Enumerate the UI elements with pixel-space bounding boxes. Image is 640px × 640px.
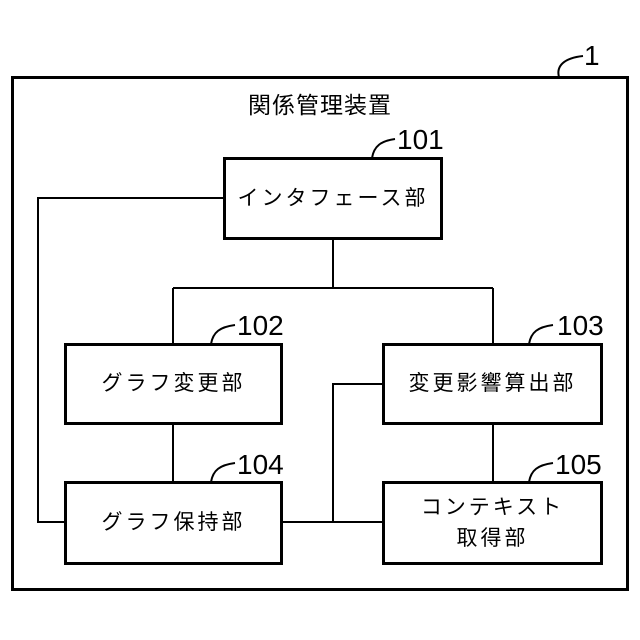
block-graph-holding: グラフ保持部 — [64, 481, 283, 565]
block-graph-change: グラフ変更部 — [64, 343, 283, 425]
block-context-acquisition: コンテキスト 取得部 — [382, 481, 603, 565]
block-change-impact-calc-label: 変更影響算出部 — [408, 372, 577, 396]
leader-line-103 — [528, 324, 554, 345]
block-change-impact-calc: 変更影響算出部 — [382, 343, 603, 425]
outer-device-box — [11, 76, 629, 591]
block-interface-label: インタフェース部 — [237, 186, 429, 210]
ref-label-103: 103 — [557, 310, 604, 341]
leader-line-102 — [210, 324, 236, 345]
leader-line-105 — [528, 462, 554, 483]
leader-line-104 — [210, 462, 236, 483]
leader-line-1 — [557, 55, 584, 78]
ref-label-104: 104 — [237, 449, 284, 480]
block-context-acquisition-label: コンテキスト 取得部 — [420, 495, 565, 551]
ref-label-102: 102 — [237, 310, 284, 341]
ref-label-105: 105 — [555, 449, 602, 480]
block-graph-change-label: グラフ変更部 — [101, 372, 246, 396]
ref-label-101: 101 — [397, 124, 444, 155]
leader-line-101 — [371, 138, 396, 159]
ref-label-1: 1 — [584, 40, 600, 71]
block-interface: インタフェース部 — [223, 157, 443, 240]
device-title: 関係管理装置 — [248, 92, 392, 118]
connector-103-to-link — [332, 383, 382, 522]
block-graph-holding-label: グラフ保持部 — [101, 511, 246, 535]
connector-101-to-104-loop — [37, 197, 223, 523]
